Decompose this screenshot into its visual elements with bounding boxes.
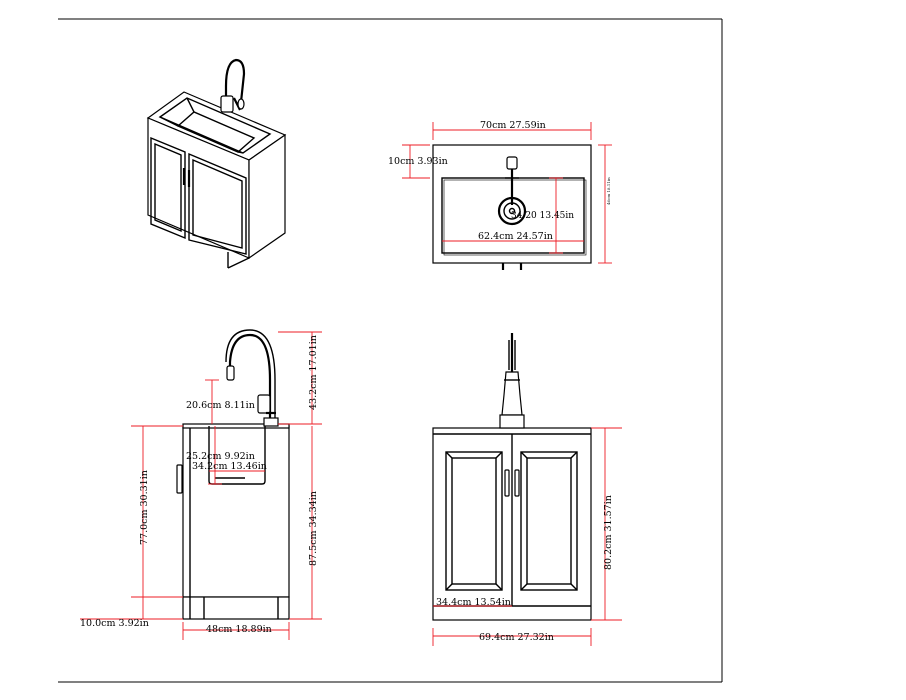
side-base-label: 10.0cm 3.92in — [80, 618, 149, 629]
top-outer-depth-label: 46cm 18.11in — [606, 177, 611, 205]
side-body-height-label: 77.0cm 30.31in — [139, 470, 150, 545]
front-view: 80.2cm 31.57in 34.4cm 13.54in 69.4cm 27.… — [432, 333, 622, 646]
isometric-view — [146, 58, 287, 269]
iso-basin-inner — [176, 111, 256, 153]
top-width-label: 70cm 27.59in — [480, 120, 546, 131]
front-faucet — [499, 333, 525, 429]
side-handle — [176, 464, 183, 494]
side-basin — [208, 426, 266, 485]
front-door-width-label: 34.4cm 13.54in — [436, 597, 511, 608]
iso-side-face — [248, 133, 286, 260]
front-right-door — [520, 451, 578, 591]
iso-right-door — [188, 152, 247, 255]
side-spout-label: 20.6cm 8.11in — [186, 400, 255, 411]
side-dim-lines — [80, 331, 322, 640]
top-faucet-offset-label: 10cm 3.93in — [388, 156, 448, 167]
top-view: 70cm 27.59in 62.4cm 24.57in 10cm 3.93in … — [388, 120, 612, 270]
front-left-door — [445, 451, 503, 591]
side-faucet-height-label: 43.2cm 17.01in — [308, 335, 319, 410]
top-inner-width-label: 62.4cm 24.57in — [478, 231, 553, 242]
side-basin-width-label: 34.2cm 13.46in — [192, 461, 267, 472]
side-faucet — [225, 329, 279, 427]
side-view: 43.2cm 17.01in 20.6cm 8.11in 25.2cm 9.92… — [80, 329, 322, 640]
iso-left-door — [150, 136, 186, 240]
top-faucet-base — [506, 156, 518, 170]
side-total-height-label: 87.5cm 34.34in — [308, 491, 319, 566]
iso-faucet — [220, 58, 246, 113]
front-right-handle — [514, 469, 520, 497]
top-dim-lines — [402, 122, 612, 264]
iso-basin-rim — [158, 97, 272, 154]
front-left-handle — [504, 469, 510, 497]
side-depth-label: 48cm 18.89in — [206, 624, 272, 635]
front-width-label: 69.4cm 27.32in — [479, 632, 554, 643]
side-base — [182, 596, 290, 620]
front-height-label: 80.2cm 31.57in — [603, 495, 614, 570]
top-inner-depth-label: 34.20 13.45in — [511, 211, 574, 221]
side-cabinet-body — [182, 425, 290, 598]
side-basin-depth-label: 25.2cm 9.92in — [186, 451, 255, 462]
front-dim-lines — [432, 427, 622, 646]
